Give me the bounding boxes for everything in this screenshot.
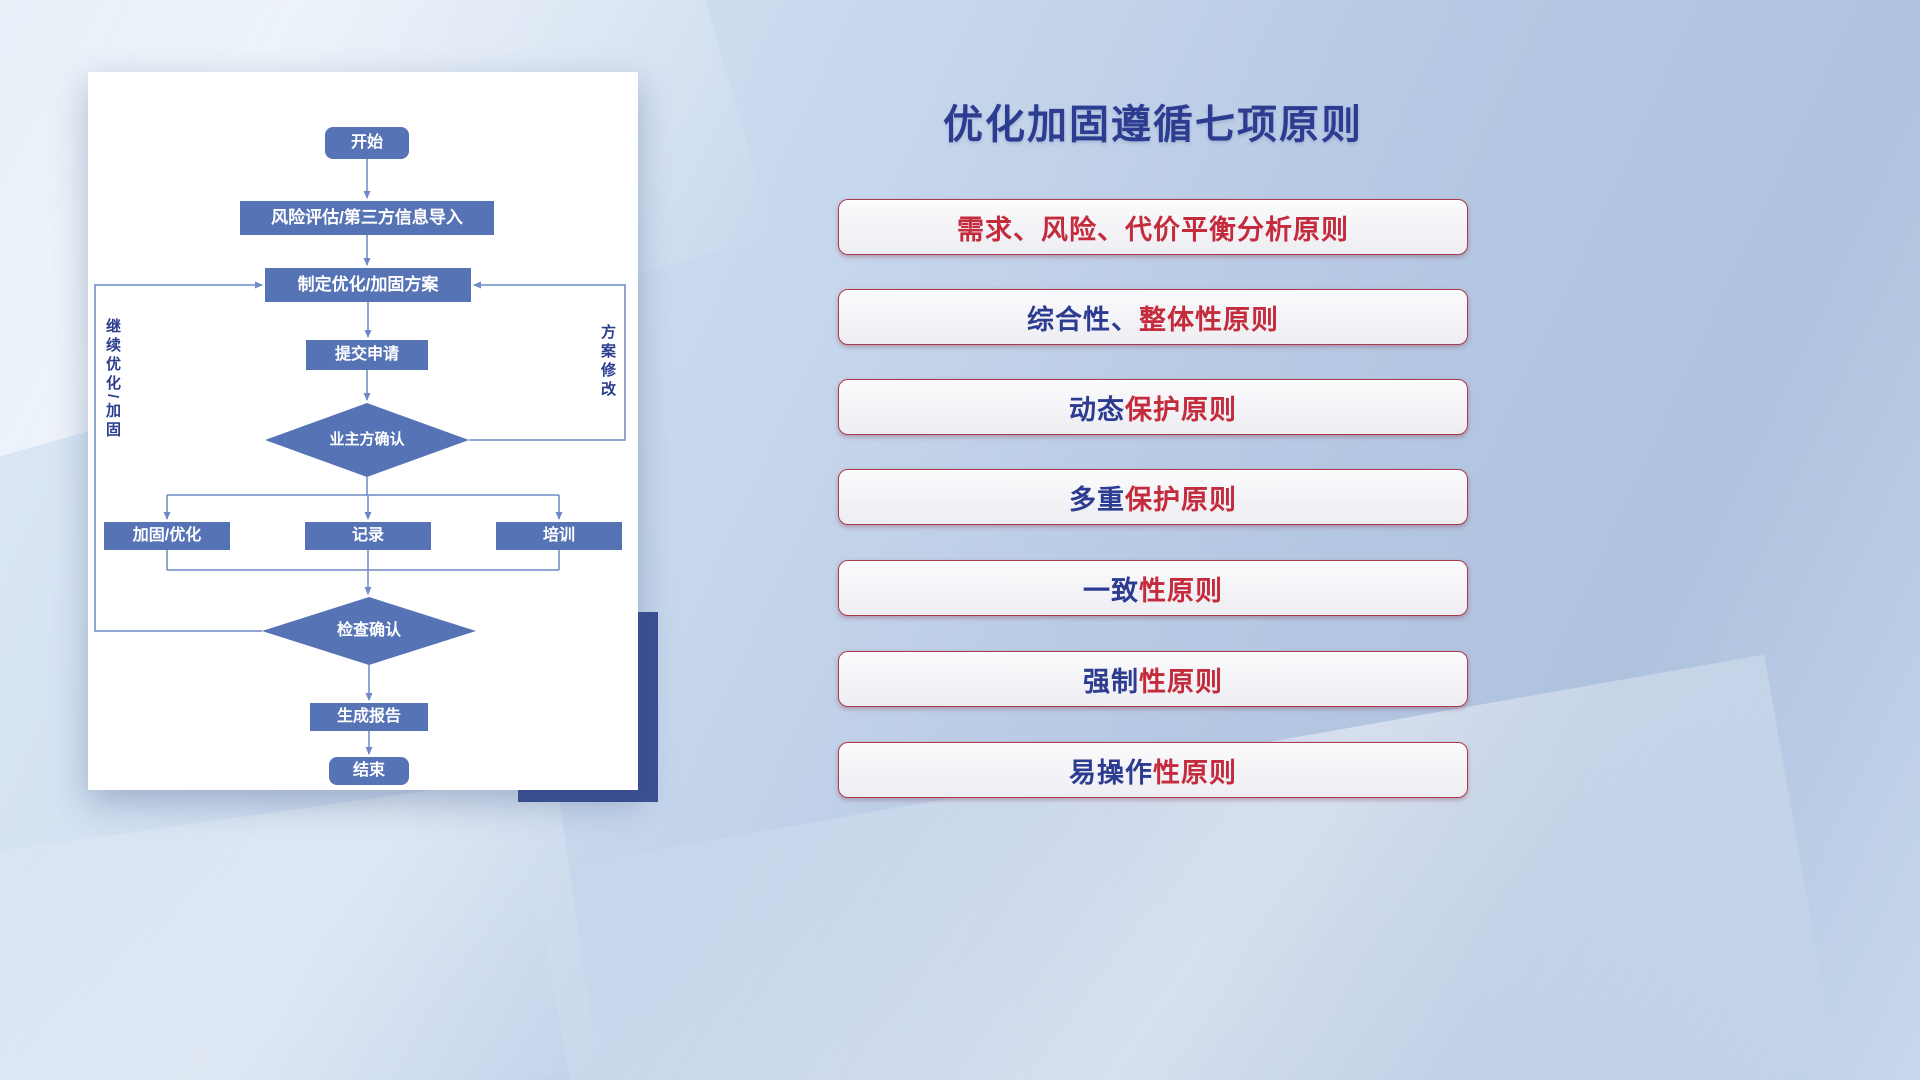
edge-label-revise-loop: 方案修改 [599,324,616,400]
principle-text-red: 需求、风险、代价平衡分析原则 [957,214,1349,245]
flow-node-record: 记录 [305,522,431,550]
flow-node-harden: 加固/优化 [104,522,230,550]
principle-item-5: 一致性原则 [838,560,1468,616]
principle-text-red: 性原则 [1139,575,1223,606]
flowchart-card: 开始 风险评估/第三方信息导入 制定优化/加固方案 提交申请 业主方确认 加固/… [88,72,638,790]
principle-text-blue: 多重 [1069,484,1125,515]
principle-text-red: 保护原则 [1125,484,1237,515]
principle-text-blue: 易操作 [1069,757,1153,788]
principle-text-blue: 强制 [1083,666,1139,697]
principle-item-2: 综合性、整体性原则 [838,289,1468,345]
panel-title: 优化加固遵循七项原则 [943,103,1363,147]
flow-node-start: 开始 [325,127,409,159]
flow-connectors [94,159,626,755]
flow-node-train: 培训 [496,522,622,550]
principle-text-red: 性原则 [1139,666,1223,697]
principle-text-red: 保护原则 [1125,394,1237,425]
flow-node-submit: 提交申请 [306,340,428,370]
principle-item-6: 强制性原则 [838,651,1468,707]
flow-node-end: 结束 [329,757,409,785]
principle-item-3: 动态保护原则 [838,379,1468,435]
light-streak [533,654,1837,1080]
principle-item-1: 需求、风险、代价平衡分析原则 [838,199,1468,255]
light-streak [0,772,598,1080]
principle-item-4: 多重保护原则 [838,469,1468,525]
edge-label-continue-loop: 继续优化/加固 [104,318,121,441]
principle-text-red: 性原则 [1153,757,1237,788]
principle-item-7: 易操作性原则 [838,742,1468,798]
principle-text-blue: 一致 [1083,575,1139,606]
flow-node-risk-import: 风险评估/第三方信息导入 [240,201,494,235]
flow-node-report: 生成报告 [310,703,428,731]
principle-text-red: 整体性原则 [1139,304,1279,335]
principle-text-blue: 综合性、 [1027,304,1139,335]
principle-text-blue: 动态 [1069,394,1125,425]
flow-node-make-plan: 制定优化/加固方案 [265,268,471,302]
